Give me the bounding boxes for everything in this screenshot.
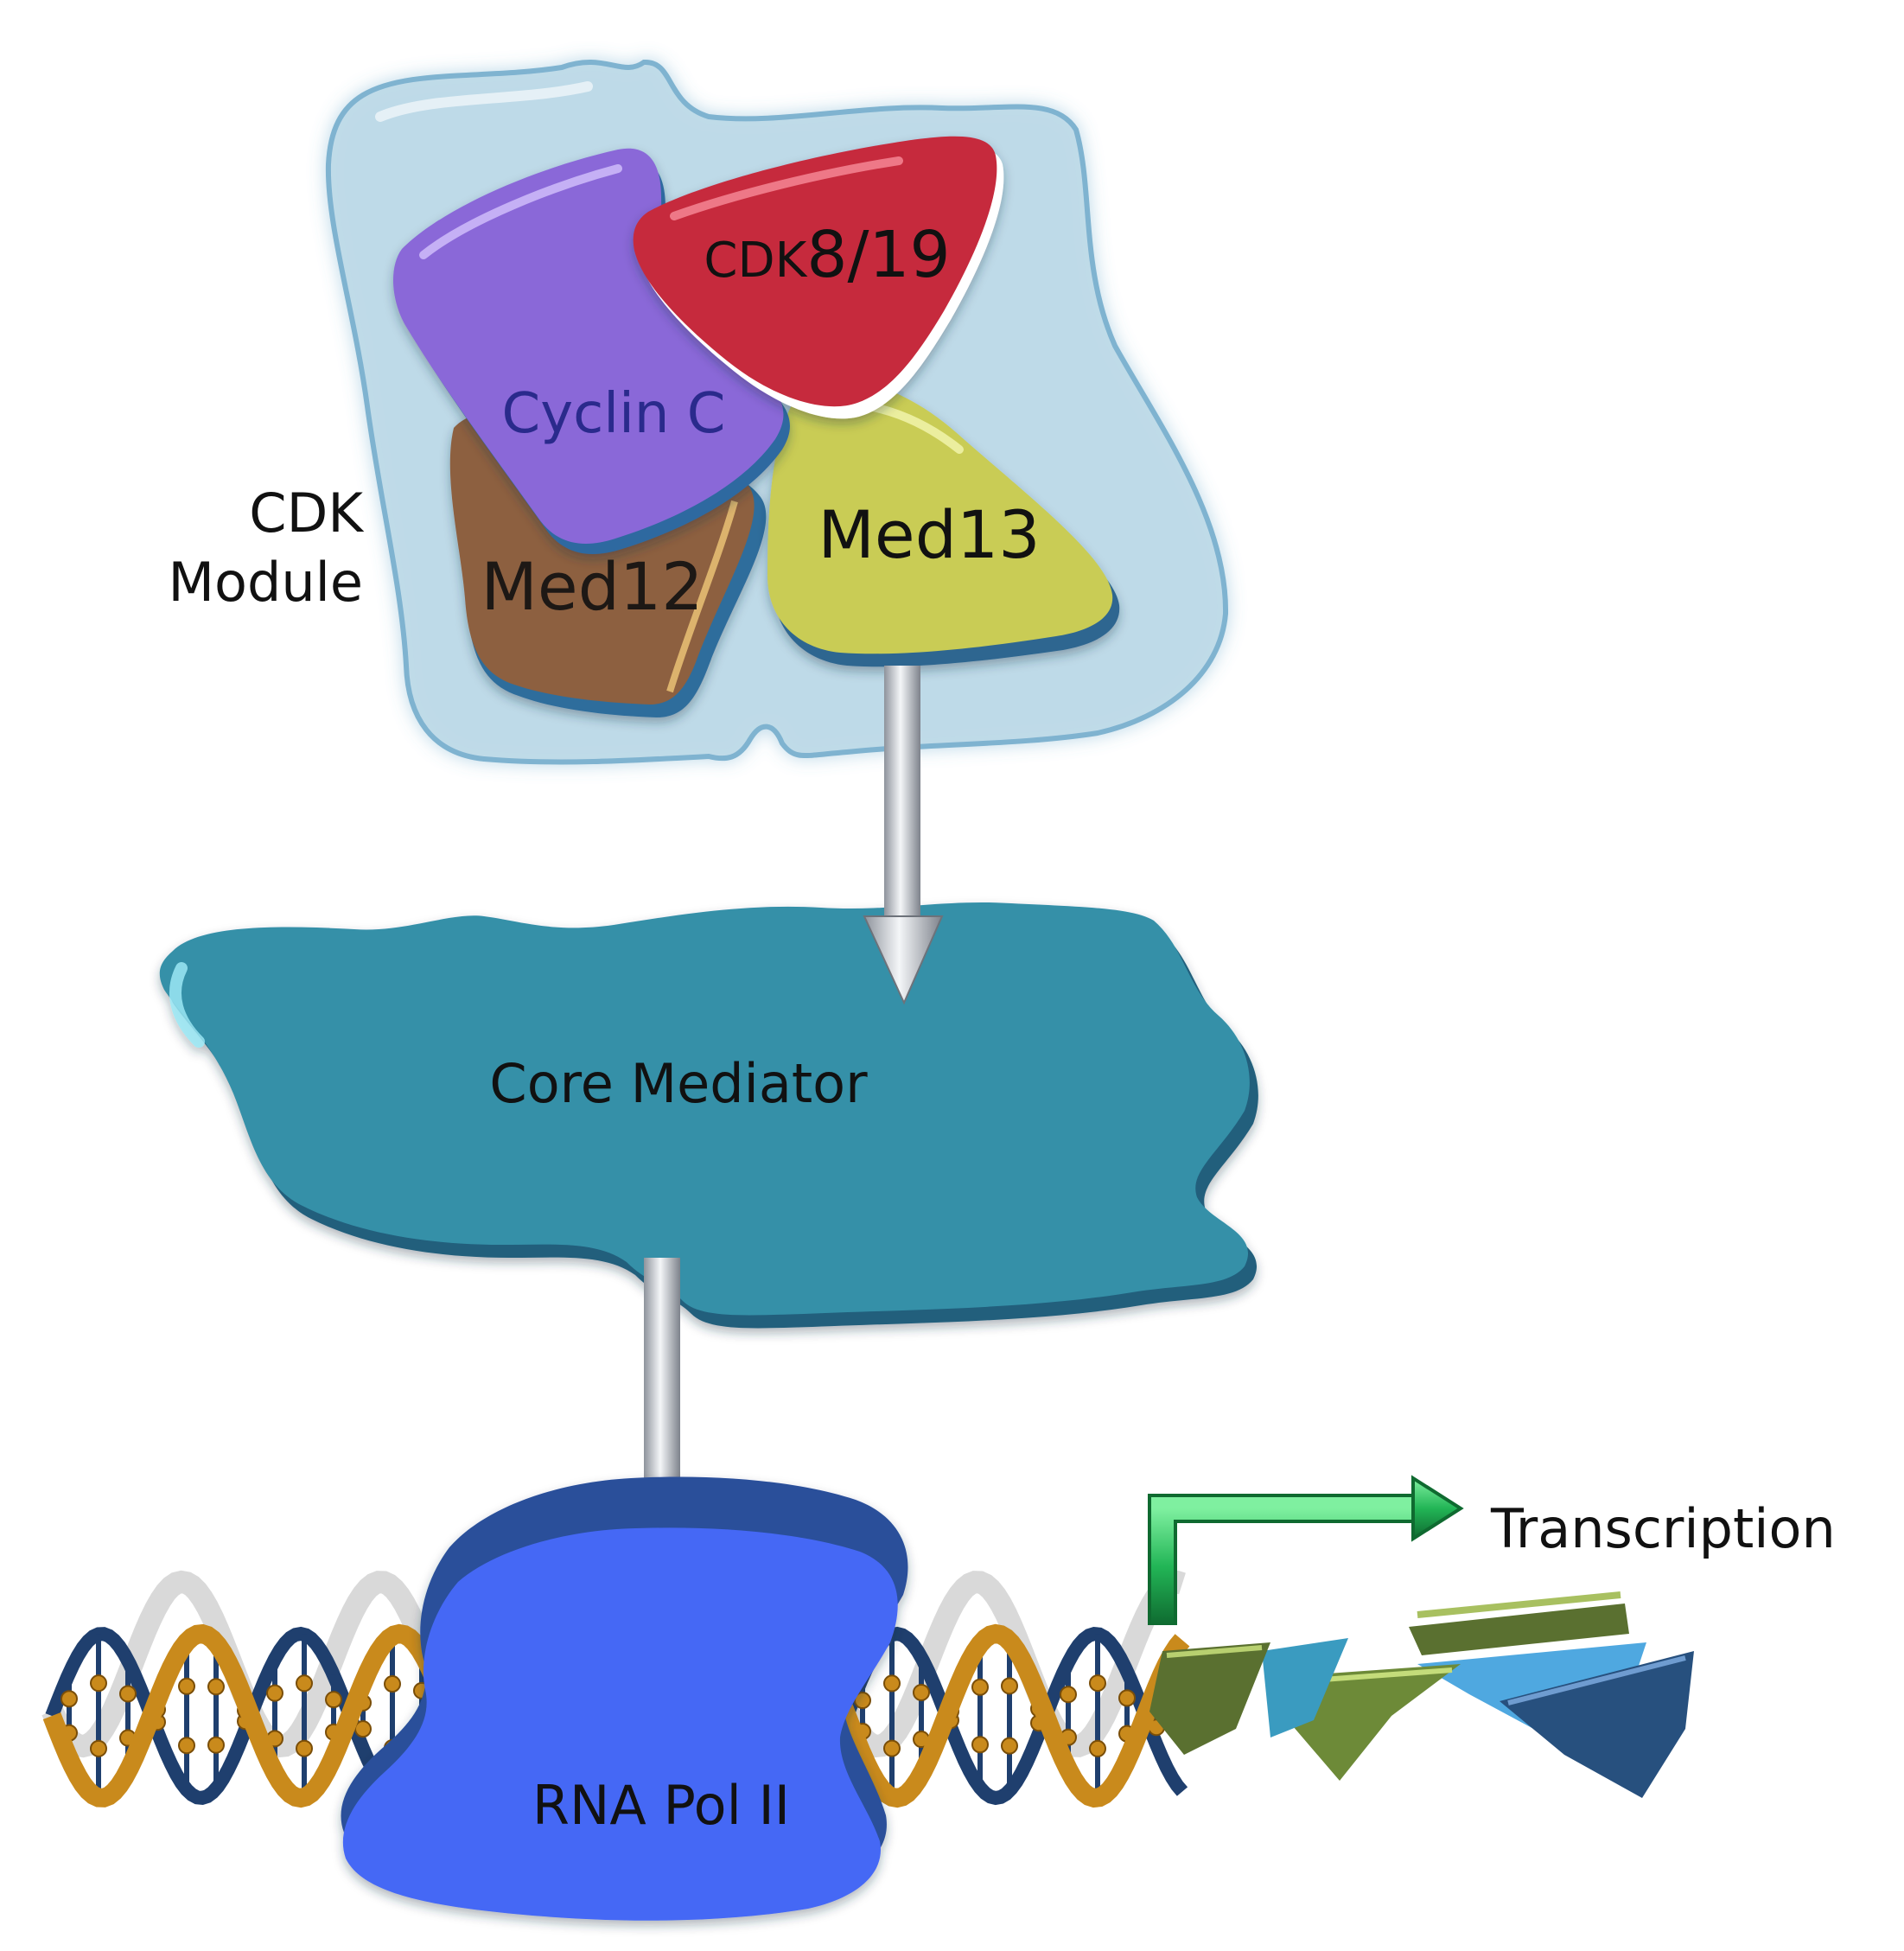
dna-nucleotide [207,1678,225,1696]
rna-segment [1409,1591,1629,1655]
dna-nucleotide [266,1684,283,1702]
transcription-label: Transcription [1490,1497,1836,1560]
dna-nucleotide [913,1683,930,1701]
cyclin-c-subunit [392,148,790,555]
dna-nucleotide [1089,1739,1106,1757]
cdk8-19-label: CDK8/19 [704,218,950,292]
transcription-arrow [1148,1475,1464,1625]
dna-nucleotide [207,1736,225,1754]
arrow-module-to-mediator [863,666,944,1005]
dna-nucleotide [296,1739,313,1757]
rna-transcript [1149,1591,1694,1798]
dna-nucleotide [90,1674,107,1693]
dna-nucleotide [119,1685,137,1703]
rna-segment [1500,1651,1694,1798]
rna-pol-ii-label: RNA Pol II [532,1774,790,1837]
med13-label: Med13 [818,496,1040,573]
cdk8-19-label-suffix: 8/19 [806,218,950,292]
dna-nucleotide [354,1720,372,1738]
dna-nucleotide [1118,1689,1136,1707]
dna-nucleotide [1060,1686,1077,1704]
dna-nucleotide [296,1674,313,1693]
dna-nucleotide [384,1675,401,1693]
cdk-module-label-line1: CDK [249,481,364,545]
cdk8-19-subunit [633,136,1004,419]
dna-nucleotide [1001,1677,1018,1695]
dna-nucleotide [971,1736,989,1754]
rna-segment [1262,1638,1348,1737]
dna-nucleotide [90,1739,107,1757]
cdk-module-label-line2: Module [169,551,363,614]
med12-label: Med12 [481,548,703,625]
dna-nucleotide [1089,1674,1106,1693]
med13-subunit [767,379,1120,667]
dna-nucleotide [325,1691,342,1709]
rna-pol-ii [341,1476,908,1921]
dna-nucleotide [883,1674,901,1693]
dna-nucleotide [883,1739,901,1757]
cdk8-19-label-prefix: CDK [704,233,807,289]
dna-nucleotide [854,1692,871,1710]
cyclin-c-label: Cyclin C [502,382,726,446]
rna-segment [1149,1642,1270,1755]
dna-nucleotide [1001,1737,1018,1755]
dna-nucleotide [178,1737,195,1755]
core-mediator [159,902,1258,1329]
core-mediator-label: Core Mediator [489,1052,868,1115]
dna-nucleotide [60,1690,78,1708]
dna-nucleotide [178,1677,195,1695]
dna-nucleotide [971,1678,989,1696]
